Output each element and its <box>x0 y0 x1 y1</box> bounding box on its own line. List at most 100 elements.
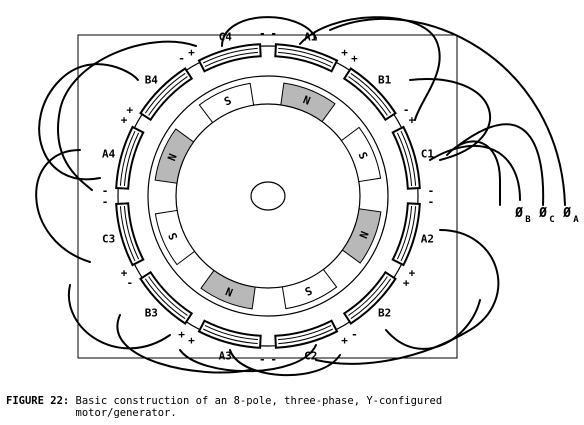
rotor-pole: N <box>200 269 256 310</box>
phase-symbol: Ø <box>514 206 523 221</box>
wire <box>429 144 521 201</box>
coil-label: C4 <box>219 31 233 44</box>
coil-c3: C3+- <box>102 196 145 280</box>
pole-piece <box>280 82 336 123</box>
coil-turn <box>119 206 136 262</box>
phase-subscript: B <box>525 215 531 225</box>
pole-piece <box>154 209 196 266</box>
coil-start-sign: + <box>341 334 348 347</box>
coil-turn <box>144 72 186 114</box>
coil-end-sign: + <box>121 113 128 126</box>
coil-label: C2 <box>304 349 317 362</box>
caption-label: FIGURE 22: <box>6 395 70 407</box>
coil-winding <box>391 202 421 267</box>
wire <box>221 16 317 47</box>
coil-end-sign: - <box>178 52 185 65</box>
coil-turn <box>204 324 259 341</box>
wire <box>116 314 251 374</box>
pole-label: N <box>301 93 312 108</box>
coil-winding <box>274 43 339 73</box>
rotor-shaft <box>250 181 286 211</box>
coil-end-sign: + <box>188 334 195 347</box>
coil-start-sign: + <box>188 46 195 59</box>
coil-winding <box>197 319 262 349</box>
pole-label: S <box>166 231 181 242</box>
coil-winding <box>391 125 421 190</box>
pole-piece <box>341 208 382 264</box>
coil-end-sign: - <box>102 196 109 209</box>
pole-label: S <box>303 284 314 299</box>
coil-c1: C1+- <box>391 113 435 197</box>
coil-turn <box>277 51 332 68</box>
coil-a2: A2 - + <box>391 196 435 280</box>
rotor-pole: S <box>198 82 255 124</box>
coil-c4: C4 + - <box>188 27 266 73</box>
winding-wires <box>35 16 566 377</box>
rotor-pole: N <box>154 128 195 184</box>
coil-label: B3 <box>145 307 158 320</box>
wire <box>409 78 492 161</box>
caption-line-1: Basic construction of an 8-pole, three-p… <box>69 395 443 407</box>
coil-start-sign: + <box>351 52 358 65</box>
coil-end-sign: - <box>428 184 435 197</box>
coil-end-sign: - <box>259 27 266 40</box>
coil-start-sign: + <box>403 276 410 289</box>
coil-turn <box>348 76 388 116</box>
coil-turn <box>348 276 388 316</box>
pole-piece <box>198 82 255 124</box>
coil-label: A4 <box>102 147 116 160</box>
coil-turn <box>396 132 413 187</box>
coil-end-sign: - <box>126 276 133 289</box>
coil-turn <box>204 51 259 68</box>
rotor-pole: N <box>341 208 382 264</box>
pole-piece <box>340 126 382 183</box>
coil-winding <box>274 319 339 349</box>
wire <box>35 149 91 263</box>
pole-piece <box>281 268 338 310</box>
coil-a3: A3-+ <box>188 319 266 366</box>
coil-turn <box>148 276 188 316</box>
coil-label: A2 <box>421 233 434 246</box>
coil-start-sign: + <box>409 113 416 126</box>
wire <box>229 349 341 377</box>
wire <box>57 40 197 191</box>
wire <box>446 140 501 206</box>
rotor-pole: S <box>154 209 196 266</box>
coil-winding <box>115 125 145 190</box>
coil-start-sign: + <box>126 104 133 117</box>
wire <box>385 299 481 350</box>
wire <box>315 229 500 365</box>
coil-start-sign: - <box>428 196 435 209</box>
coil-turn <box>123 205 140 260</box>
pole-label: S <box>356 150 371 161</box>
coil-end-sign: - <box>351 328 358 341</box>
coil-start-sign: - <box>102 184 109 197</box>
phase-subscript: A <box>573 215 579 225</box>
coil-label: A1 <box>304 31 318 44</box>
coil-turn <box>350 72 392 114</box>
coil-turn <box>202 328 258 345</box>
coil-b1: B1 + - <box>342 52 410 122</box>
pole-label: N <box>224 284 235 299</box>
coil-turn <box>144 278 186 320</box>
coil-end-sign: - <box>403 104 410 117</box>
coil-b4: B4+- <box>126 52 194 122</box>
coil-turn <box>350 278 392 320</box>
coil-turn <box>396 205 413 260</box>
coil-c2: C2+- <box>270 319 348 366</box>
coil-turn <box>277 324 332 341</box>
coil-end-sign: + <box>341 46 348 59</box>
coil-end-sign: + <box>409 267 416 280</box>
motor-diagram: A1-+B1+-C1+-A2-+B2+-C2+-A3-+B3+-C3+-A4-+… <box>35 16 579 377</box>
coil-winding <box>197 43 262 73</box>
coil-label: B1 <box>378 73 392 86</box>
wire <box>329 17 566 206</box>
stator-coils: A1-+B1+-C1+-A2-+B2+-C2+-A3-+B3+-C3+-A4-+… <box>102 27 435 366</box>
phase-symbol: Ø <box>562 206 571 221</box>
phase-symbol: Ø <box>538 206 547 221</box>
